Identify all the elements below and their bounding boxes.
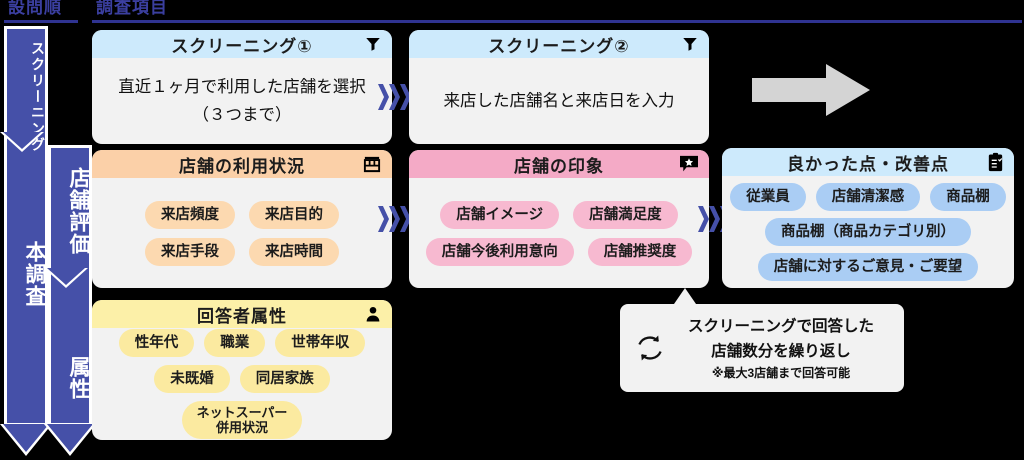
phase-arrow-attr-tip-inner (47, 424, 93, 452)
card-store-impression-body: 店舗イメージ 店舗満足度 店舗今後利用意向 店舗推奨度 (409, 178, 709, 288)
pill-attribute-4[interactable]: 未既婚 (154, 365, 230, 393)
pill-good-improve-1[interactable]: 従業員 (730, 183, 806, 211)
card-good-improve-title: 良かった点・改善点 (787, 154, 949, 174)
card-screening-1-title: スクリーニング① (171, 36, 313, 56)
card-respondent-attributes-body: 性年代 職業 世帯年収 未既婚 同居家族 ネットスーパー併用状況 (92, 328, 392, 440)
column-header-order-rule (4, 20, 78, 23)
pill-attribute-6[interactable]: ネットスーパー併用状況 (182, 401, 302, 439)
pill-attribute-2[interactable]: 職業 (204, 329, 266, 357)
chevron-right-icon (709, 206, 720, 232)
card-screening-2-title: スクリーニング② (488, 36, 630, 56)
pill-store-usage-3[interactable]: 来店手段 (145, 237, 235, 266)
pill-good-improve-3[interactable]: 商品棚 (930, 183, 1006, 211)
chevron-right-icon (389, 206, 400, 232)
pill-store-usage-4[interactable]: 来店時間 (249, 237, 339, 266)
card-screening-1-body: 直近１ヶ月で利用した店舗を選択 （３つまで） (92, 58, 392, 144)
repeat-note-line-1: スクリーニングで回答した (687, 318, 874, 335)
chevron-right-icon (378, 206, 389, 232)
phase-label-store-evaluation: 店舗評価 (67, 167, 90, 255)
card-store-usage-header: 店舗の利用状況 (92, 150, 392, 178)
pill-good-improve-4[interactable]: 商品棚（商品カテゴリ別） (765, 218, 971, 246)
pill-attribute-3[interactable]: 世帯年収 (275, 329, 366, 357)
card-store-impression[interactable]: 店舗の印象 店舗イメージ 店舗満足度 店舗今後利用意向 店舗推奨度 (409, 150, 709, 288)
pill-attribute-1[interactable]: 性年代 (118, 329, 195, 357)
card-screening-2-body: 来店した店舗名と来店日を入力 (409, 58, 709, 144)
card-respondent-attributes-header: 回答者属性 (92, 300, 392, 328)
pill-store-usage-1[interactable]: 来店頻度 (145, 200, 235, 229)
card-store-usage-title: 店舗の利用状況 (179, 156, 305, 176)
person-icon (364, 305, 382, 323)
phase-label-screening: スクリーニング (30, 41, 46, 153)
phase-divider-store-eval-inner (47, 268, 85, 285)
speech-star-icon (679, 155, 699, 173)
card-screening-2[interactable]: スクリーニング② 来店した店舗名と来店日を入力 (409, 30, 709, 144)
pill-attribute-5[interactable]: 同居家族 (239, 365, 330, 393)
card-respondent-attributes-title: 回答者属性 (197, 306, 287, 326)
card-store-impression-title: 店舗の印象 (514, 156, 604, 176)
funnel-icon (681, 35, 699, 53)
card-store-impression-header: 店舗の印象 (409, 150, 709, 178)
card-store-usage-body: 来店頻度 来店目的 来店手段 来店時間 (92, 178, 392, 288)
card-respondent-attributes[interactable]: 回答者属性 性年代 職業 世帯年収 未既婚 同居家族 ネットスーパー併用状況 (92, 300, 392, 440)
connector-chevron-usage-impression (378, 206, 411, 232)
repeat-note: スクリーニングで回答した 店舗数分を繰り返し ※最大3店舗まで回答可能 (620, 304, 904, 392)
repeat-note-text: スクリーニングで回答した 店舗数分を繰り返し ※最大3店舗まで回答可能 (670, 314, 892, 382)
card-screening-1-header: スクリーニング① (92, 30, 392, 58)
pill-good-improve-2[interactable]: 店舗清潔感 (815, 183, 921, 211)
chevron-right-icon (378, 84, 389, 110)
column-header-items: 調査項目 (96, 0, 168, 17)
pill-store-impression-3[interactable]: 店舗今後利用意向 (425, 237, 574, 266)
repeat-note-line-2: 店舗数分を繰り返し (711, 343, 851, 360)
grey-arrow-right-icon (752, 62, 872, 118)
card-screening-1-line-2: （３つまで） (192, 106, 292, 124)
card-good-improve[interactable]: 良かった点・改善点 従業員 店舗清潔感 商品棚 商品棚（商品カテゴリ別） 店舗に… (722, 148, 1014, 288)
card-screening-1[interactable]: スクリーニング① 直近１ヶ月で利用した店舗を選択 （３つまで） (92, 30, 392, 144)
card-screening-2-header: スクリーニング② (409, 30, 709, 58)
storefront-icon (362, 155, 382, 174)
loop-icon (630, 331, 670, 365)
card-screening-1-line-1: 直近１ヶ月で利用した店舗を選択 (118, 78, 366, 96)
card-store-usage[interactable]: 店舗の利用状況 来店頻度 来店目的 来店手段 来店時間 (92, 150, 392, 288)
chevron-right-icon (698, 206, 709, 232)
clipboard-icon (987, 152, 1004, 172)
column-header-items-rule (92, 20, 1022, 23)
repeat-note-line-3: ※最大3店舗まで回答可能 (711, 366, 851, 380)
funnel-icon (364, 35, 382, 53)
pill-store-impression-1[interactable]: 店舗イメージ (440, 200, 560, 229)
pill-good-improve-5[interactable]: 店舗に対するご意見・ご要望 (757, 253, 979, 281)
connector-chevron-s1-s2 (378, 84, 411, 110)
phase-label-attributes: 属性 (67, 356, 90, 400)
card-good-improve-body: 従業員 店舗清潔感 商品棚 商品棚（商品カテゴリ別） 店舗に対するご意見・ご要望 (722, 176, 1014, 288)
note-pointer-icon (674, 288, 696, 304)
column-header-order: 設問順 (8, 0, 62, 17)
pill-store-usage-2[interactable]: 来店目的 (249, 200, 339, 229)
card-screening-2-line-1: 来店した店舗名と来店日を入力 (443, 92, 675, 110)
pill-store-impression-2[interactable]: 店舗満足度 (573, 200, 678, 229)
phase-label-main-survey: 本調査 (23, 241, 46, 307)
card-good-improve-header: 良かった点・改善点 (722, 148, 1014, 176)
phase-arrow-screening-tip-inner (3, 424, 49, 452)
chevron-right-icon (389, 84, 400, 110)
phase-arrow-screening-main: スクリーニング 本調査 (4, 26, 48, 426)
pill-store-impression-4[interactable]: 店舗推奨度 (587, 237, 693, 266)
phase-divider-screening-inner (3, 132, 41, 149)
